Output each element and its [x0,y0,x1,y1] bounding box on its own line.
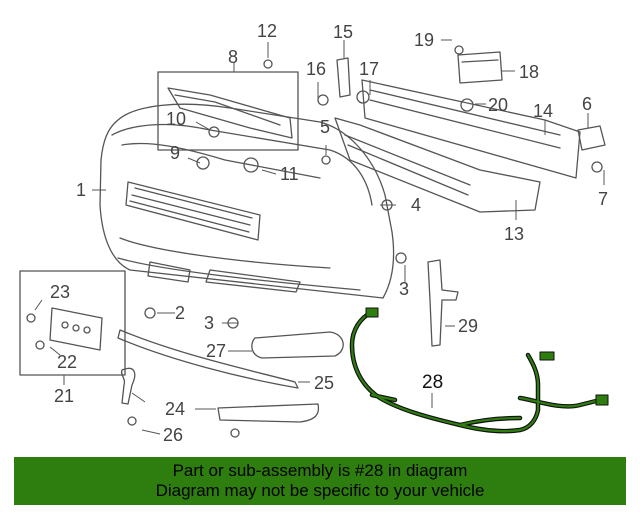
footer-line-1: Part or sub-assembly is #28 in diagram [172,461,468,480]
callout-9: 9 [170,143,180,163]
callout-10: 10 [166,109,186,129]
callout-18: 18 [519,62,539,82]
callout-12: 12 [257,21,277,41]
bumper-fascia [99,103,395,299]
callout-19: 19 [414,30,434,50]
footer-banner: Part or sub-assembly is #28 in diagram D… [14,457,626,505]
callout-16: 16 [306,59,326,79]
callout-20: 20 [488,95,508,115]
parts-diagram: 1 2 3 3 4 5 6 7 8 9 10 11 12 13 14 15 16… [19,21,609,445]
callout-4: 4 [411,195,421,215]
callout-8: 8 [228,47,238,67]
callout-5: 5 [320,117,330,137]
callout-25: 25 [314,373,334,393]
part-21-box [19,270,126,376]
callout-13: 13 [504,224,524,244]
callout-2: 2 [175,303,185,323]
callout-29: 29 [458,316,478,336]
callout-1: 1 [76,180,86,200]
callout-15: 15 [333,22,353,42]
footer-line-2: Diagram may not be specific to your vehi… [155,481,485,500]
callout-22: 22 [57,352,77,372]
callout-24: 24 [165,399,185,419]
callout-21: 21 [54,386,74,406]
callout-11: 11 [280,164,299,184]
callout-28: 28 [422,372,443,393]
callout-6: 6 [582,94,592,114]
callout-7: 7 [598,189,608,209]
part-8-box [157,71,299,151]
callout-26: 26 [163,425,183,445]
callout-3: 3 [204,313,214,333]
callout-17: 17 [359,59,379,79]
callout-23: 23 [50,282,70,302]
callout-14: 14 [533,101,553,121]
callout-27: 27 [206,341,226,361]
wiring-harness-28 [349,307,609,434]
callout-3: 3 [399,279,409,299]
